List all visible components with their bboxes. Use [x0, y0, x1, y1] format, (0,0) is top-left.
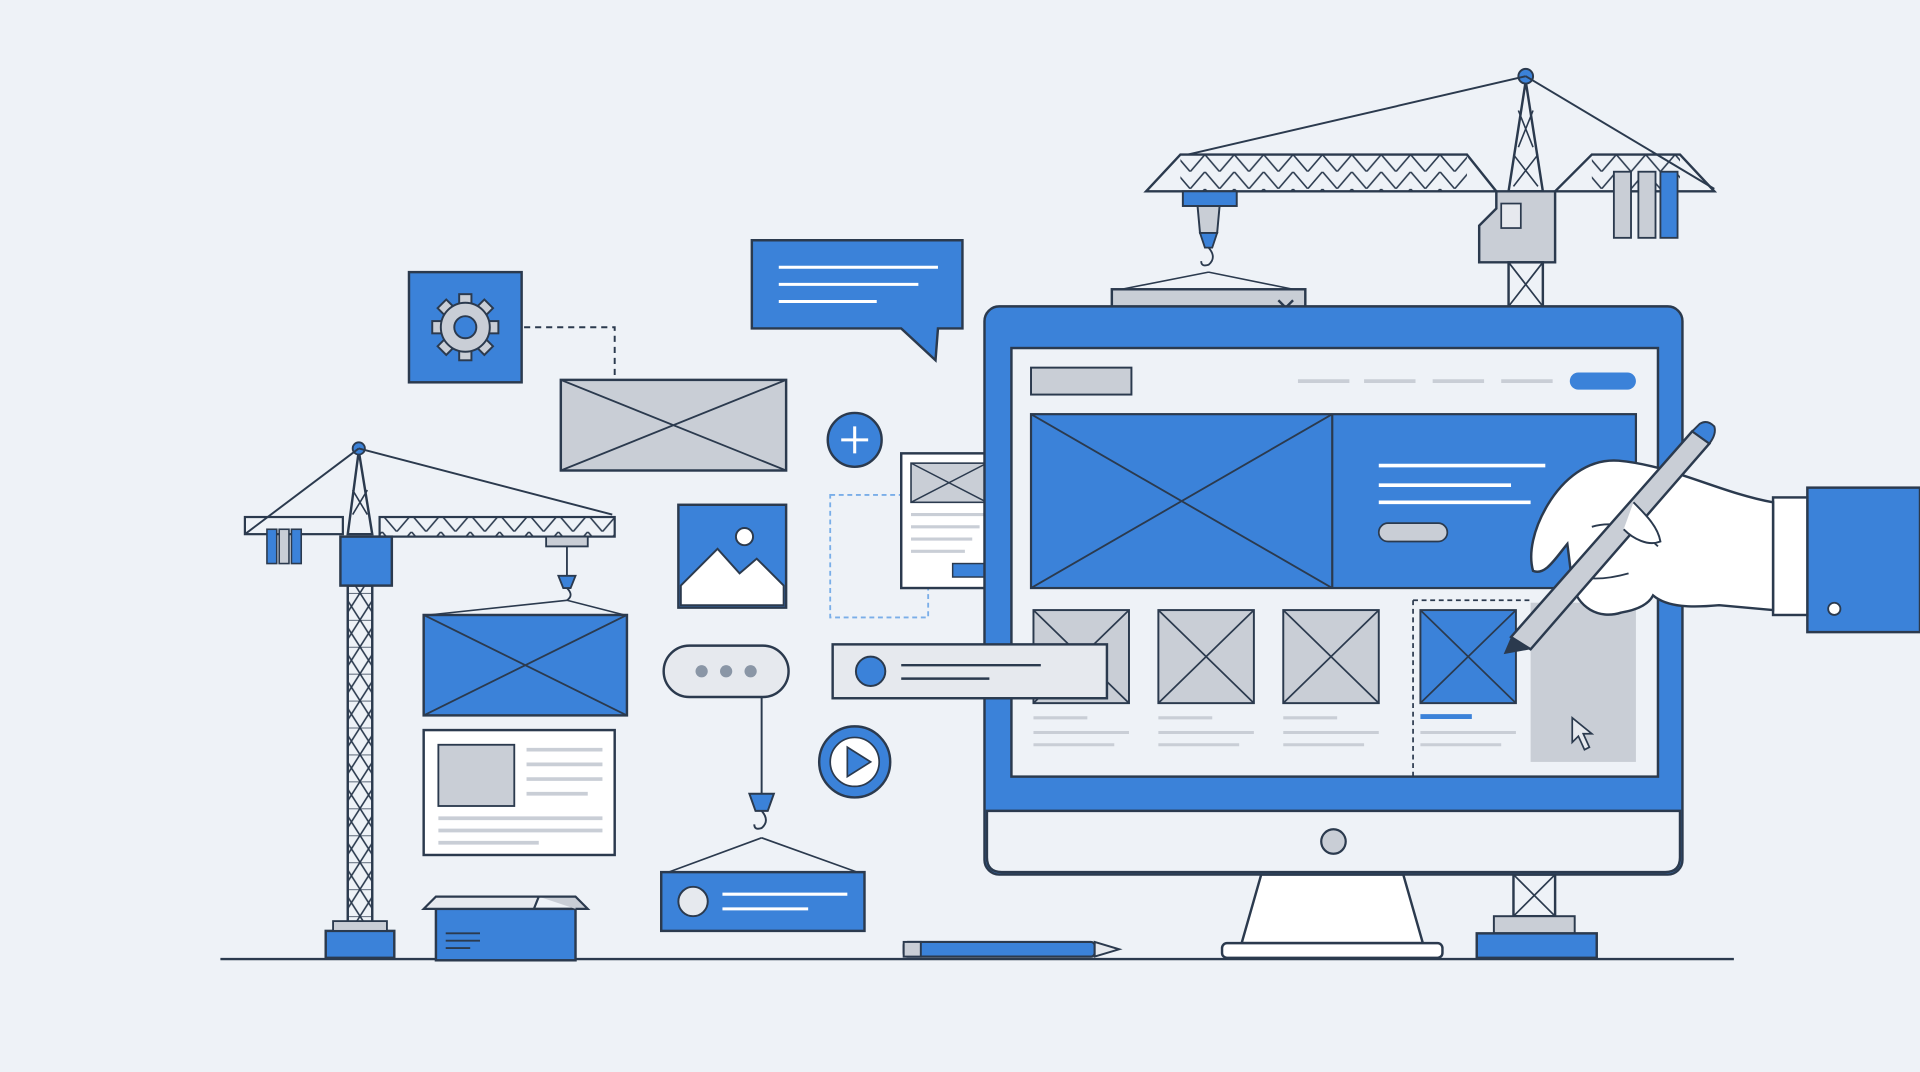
article-card-wireframe	[422, 728, 616, 857]
monitor	[983, 305, 1684, 960]
hanging-profile-card	[660, 870, 866, 933]
screen-thumbnails	[1032, 599, 1636, 777]
hand-with-stylus	[1503, 421, 1920, 655]
left-crane	[243, 441, 625, 960]
mini-card-wireframe	[900, 452, 998, 590]
chat-bubble-icon	[750, 239, 964, 363]
screen-cta-pill	[1569, 372, 1636, 390]
dashed-connector	[524, 326, 616, 375]
plus-icon	[826, 411, 883, 469]
hook	[747, 792, 776, 812]
hanging-image-placeholder	[422, 613, 629, 717]
right-crane	[1121, 67, 1718, 960]
hook-curl	[753, 810, 767, 830]
dots-icon	[662, 644, 790, 699]
play-icon	[817, 725, 892, 799]
image-icon	[677, 503, 788, 609]
open-box	[421, 895, 591, 962]
hook-slings	[668, 837, 858, 873]
screen-logo-placeholder	[1030, 366, 1133, 396]
pencil-on-ground	[902, 940, 1123, 958]
cursor-arrow-icon	[1571, 716, 1595, 751]
floating-search-bar	[831, 643, 1109, 700]
grey-image-placeholder	[559, 378, 788, 472]
gear-icon	[407, 270, 523, 384]
monitor-power-button	[1320, 828, 1347, 855]
